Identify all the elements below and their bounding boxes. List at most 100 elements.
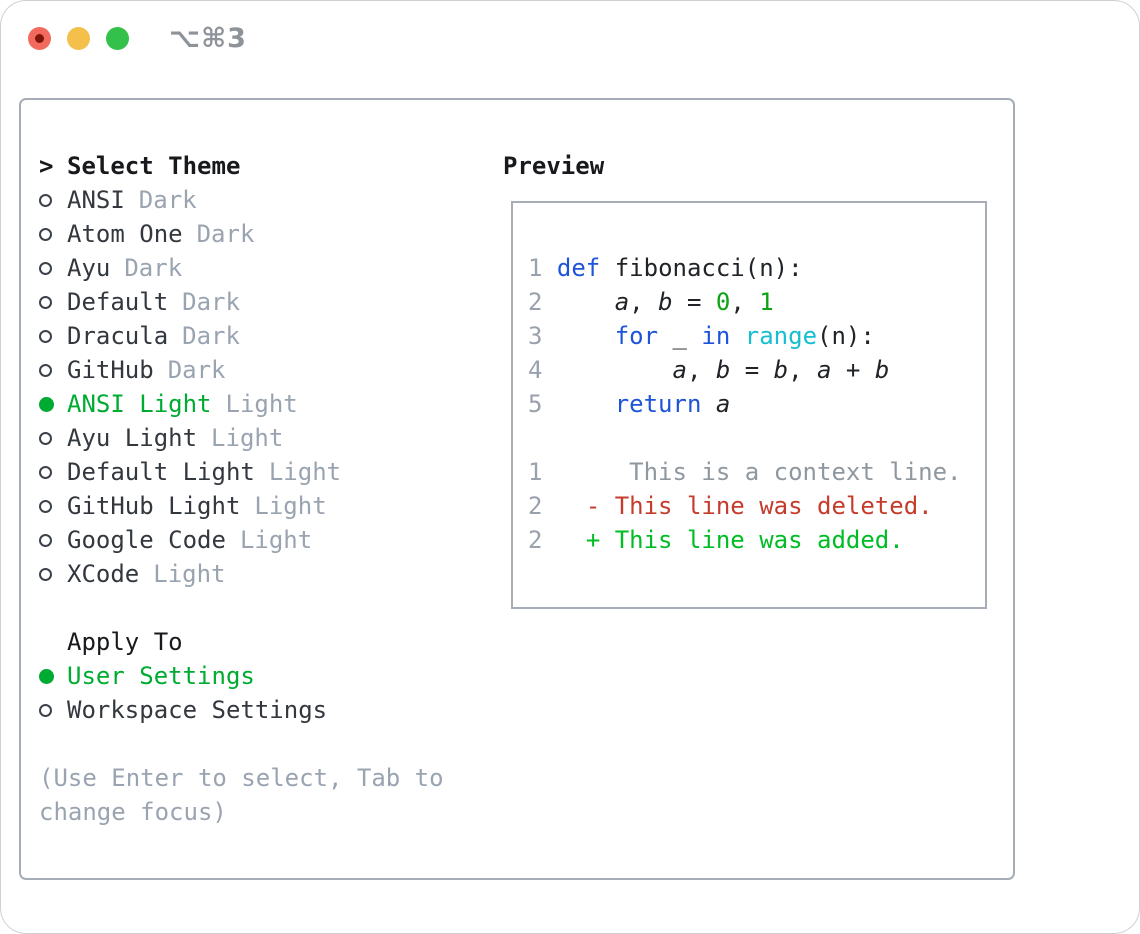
theme-variant-label: Dark <box>138 186 197 214</box>
spacer <box>39 727 444 761</box>
titlebar: ⌥⌘3 <box>1 1 1139 75</box>
code-token: 0 <box>715 288 731 316</box>
theme-variant-label: Dark <box>182 322 240 350</box>
code-token: , <box>788 356 818 384</box>
line-number: 2 <box>528 526 543 554</box>
apply-to-option[interactable]: Workspace Settings <box>39 693 444 727</box>
code-line: 1 This is a context line. <box>528 455 985 489</box>
code-line: 2 - This line was deleted. <box>528 489 985 523</box>
code-token: = <box>730 356 774 384</box>
apply-to-label: Workspace Settings <box>67 696 328 724</box>
code-token <box>542 254 556 282</box>
theme-variant-label: Light <box>225 390 298 418</box>
line-number: 1 <box>528 458 543 486</box>
code-line: 4 a, b = b, a + b <box>528 353 985 387</box>
line-number: 4 <box>528 356 543 384</box>
code-token <box>542 356 672 384</box>
line-number: 2 <box>528 492 543 520</box>
code-token: , <box>730 288 760 316</box>
code-token <box>542 288 614 316</box>
radio-unchecked-icon <box>39 567 52 581</box>
code-line <box>528 421 985 455</box>
close-button[interactable] <box>28 26 51 50</box>
theme-option[interactable]: ANSI Dark <box>39 183 444 217</box>
cursor-icon: > <box>39 152 54 180</box>
radio-unchecked-icon <box>39 499 52 513</box>
radio-unchecked-icon <box>39 533 52 547</box>
radio-unchecked-icon <box>39 193 52 207</box>
code-token: return <box>614 390 702 418</box>
code-token <box>542 458 629 486</box>
theme-variant-label: Dark <box>196 220 255 248</box>
apply-to-header-row: Apply To <box>39 625 444 659</box>
radio-unchecked-icon <box>39 363 52 377</box>
theme-label: Default Light <box>67 458 255 486</box>
zoom-button[interactable] <box>106 26 129 50</box>
line-number: 5 <box>528 390 543 418</box>
theme-label: Atom One <box>67 220 183 248</box>
code-token: range <box>744 322 818 350</box>
theme-label: Google Code <box>67 526 226 554</box>
theme-variant-label: Light <box>211 424 284 452</box>
code-token: , <box>629 288 659 316</box>
theme-variant-label: Light <box>268 458 342 486</box>
code-token: a <box>614 288 630 316</box>
theme-variant-label: Light <box>254 492 327 520</box>
theme-label: Ayu <box>67 254 111 282</box>
code-token <box>542 390 614 418</box>
theme-option[interactable]: ANSI Light Light <box>39 387 444 421</box>
code-token <box>701 390 715 418</box>
code-token: fibonacci(n): <box>600 254 803 282</box>
code-token: b <box>715 356 731 384</box>
code-line: 5 return a <box>528 387 985 421</box>
theme-option[interactable]: Default Light Light <box>39 455 444 489</box>
code-token: This is a context line. <box>629 458 962 486</box>
code-token: + <box>831 356 875 384</box>
theme-label: ANSI <box>67 186 125 214</box>
radio-unchecked-icon <box>39 465 52 479</box>
radio-unchecked-icon <box>39 431 52 445</box>
apply-to-label: Apply To <box>67 628 183 656</box>
code-token <box>730 322 744 350</box>
preview-header: Preview <box>503 152 605 180</box>
line-number: 2 <box>528 288 543 316</box>
code-line: 2 + This line was added. <box>528 523 985 557</box>
code-token: , <box>686 356 716 384</box>
code-token: b <box>658 288 673 316</box>
help-line: (Use Enter to select, Tab to <box>39 764 444 792</box>
code-token: + This line was added. <box>585 526 904 554</box>
code-token <box>542 492 585 520</box>
radio-unchecked-icon <box>39 227 52 241</box>
code-token <box>542 322 614 350</box>
theme-label: XCode <box>67 560 140 588</box>
code-token: = <box>672 288 716 316</box>
code-token: for <box>614 322 659 350</box>
code-line: 3 for _ in range(n): <box>528 319 985 353</box>
apply-to-option[interactable]: User Settings <box>39 659 444 693</box>
line-number: 1 <box>528 254 543 282</box>
code-token: a <box>672 356 687 384</box>
minimize-button[interactable] <box>67 26 90 50</box>
code-token: b <box>874 356 890 384</box>
select-theme-label: Select Theme <box>67 152 241 180</box>
theme-label: ANSI Light <box>67 390 212 418</box>
theme-label: GitHub Light <box>67 492 241 520</box>
theme-variant-label: Dark <box>182 288 240 316</box>
theme-option[interactable]: GitHub Light Light <box>39 489 444 523</box>
code-token: (n): <box>817 322 875 350</box>
theme-label: GitHub <box>67 356 154 384</box>
theme-option[interactable]: Atom One Dark <box>39 217 444 251</box>
radio-checked-icon <box>39 396 54 412</box>
window-title: ⌥⌘3 <box>169 22 247 54</box>
code-line: 2 a, b = 0, 1 <box>528 285 985 319</box>
help-line: change focus) <box>39 798 227 826</box>
